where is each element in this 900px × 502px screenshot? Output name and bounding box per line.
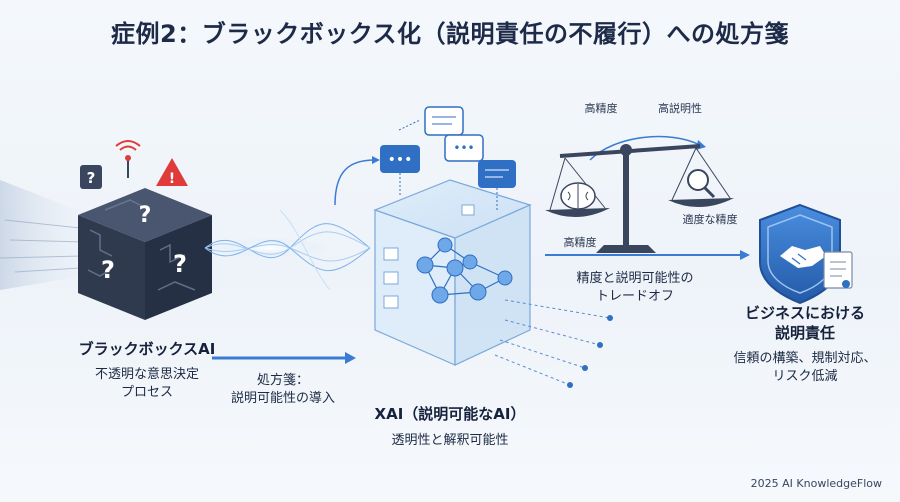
black-box-cube: ? ? ? [78, 188, 212, 320]
signal-icon [115, 140, 141, 178]
business-desc-1: 信頼の構築、規制対応、 [733, 351, 877, 366]
scale-caption-1: 精度と説明可能性の [576, 271, 694, 286]
remedy-label-2: 説明可能性の導入 [230, 391, 335, 406]
xai-desc: 透明性と解釈可能性 [391, 433, 509, 448]
question-icon: ? [80, 165, 102, 189]
handshake-icon [780, 246, 826, 268]
scale-right-pan-label: 適度な精度 [682, 213, 738, 226]
page-title: 症例2：ブラックボックス化（説明責任の不履行）への処方箋 [111, 20, 789, 48]
output-dots [567, 315, 613, 388]
scale-top-right-label: 高説明性 [658, 102, 702, 115]
transform-waves [204, 209, 371, 291]
business-title-1: ビジネスにおける [744, 304, 865, 322]
remedy-arrow [212, 352, 356, 364]
brain-icon [560, 182, 596, 210]
output-lines [494, 299, 611, 386]
svg-text:•••: ••• [453, 141, 474, 155]
remedy-label-1: 処方箋： [256, 373, 309, 388]
balance-scale [545, 135, 734, 253]
chat-bubble-icon: ••• ••• [334, 106, 516, 210]
svg-text:?: ? [101, 256, 115, 284]
blackbox-desc-1: 不透明な意思決定 [94, 367, 199, 382]
blackbox-desc-2: プロセス [120, 385, 173, 400]
xai-glass-cube [373, 179, 532, 366]
scale-left-pan-label: 高精度 [563, 236, 597, 249]
scale-arrow [545, 250, 750, 260]
magnifier-icon [687, 169, 716, 199]
svg-text:!: ! [169, 171, 175, 187]
blackbox-title: ブラックボックスAI [78, 340, 216, 358]
svg-text:?: ? [87, 169, 96, 187]
document-icon [823, 251, 853, 289]
input-stream [0, 180, 90, 290]
scale-top-left-label: 高精度 [584, 102, 618, 115]
scale-caption-2: トレードオフ [595, 289, 674, 304]
footer-credit: 2025 AI KnowledgeFlow [750, 477, 882, 490]
svg-text:?: ? [173, 250, 187, 278]
svg-text:?: ? [139, 203, 152, 228]
business-desc-2: リスク低減 [772, 369, 838, 384]
svg-text:•••: ••• [388, 152, 413, 168]
xai-title: XAI（説明可能なAI） [374, 405, 526, 423]
warning-icon: ! [156, 158, 188, 187]
business-title-2: 説明責任 [774, 324, 835, 342]
